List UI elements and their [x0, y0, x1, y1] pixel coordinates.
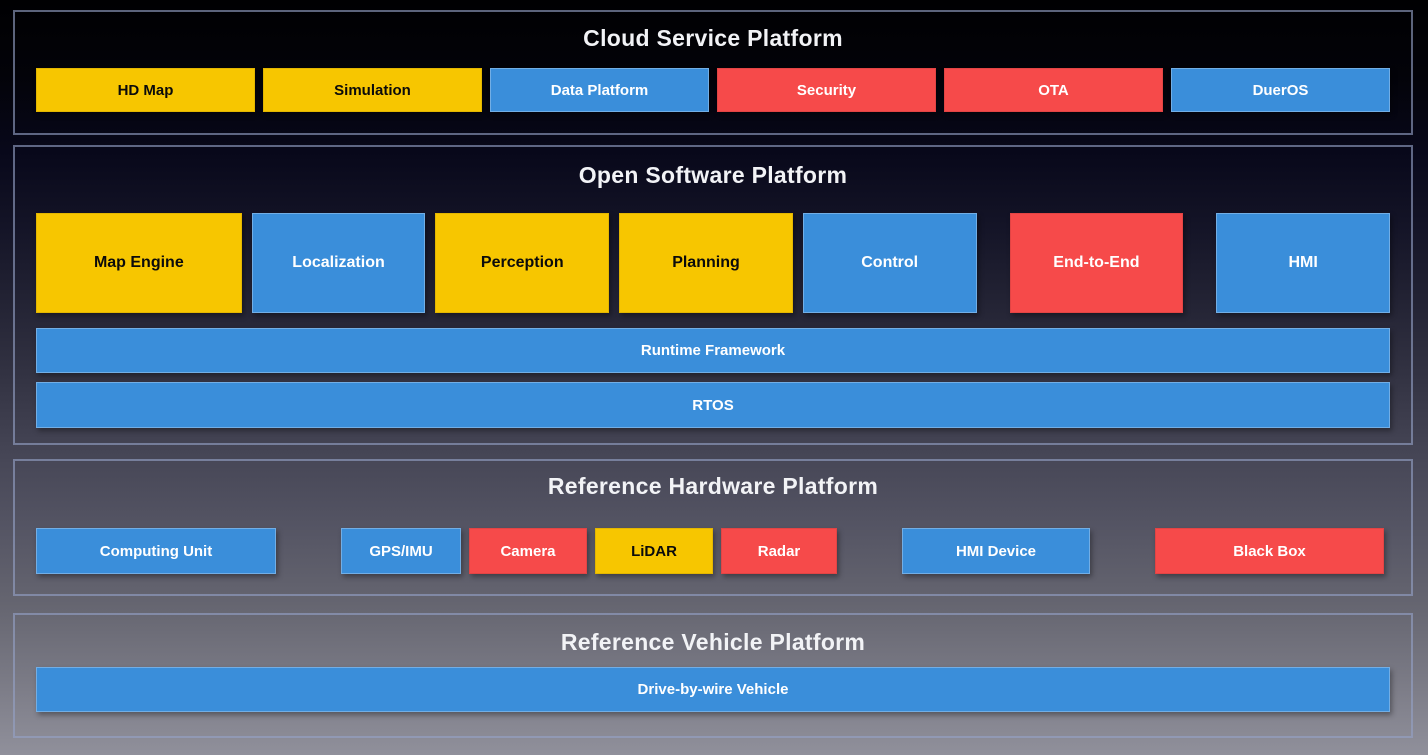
- box-control: Control: [802, 213, 977, 313]
- section-open-software-platform: Open Software Platform Map Engine Locali…: [13, 145, 1413, 445]
- box-data-platform: Data Platform: [490, 68, 709, 112]
- bar-runtime-framework: Runtime Framework: [36, 328, 1390, 373]
- box-planning: Planning: [619, 213, 793, 313]
- hardware-row: Computing Unit GPS/IMU Camera LiDAR Rada…: [36, 528, 1390, 574]
- box-perception: Perception: [435, 213, 610, 313]
- box-localization: Localization: [251, 213, 426, 313]
- box-black-box: Black Box: [1155, 528, 1384, 574]
- box-end-to-end: End-to-End: [1009, 213, 1184, 313]
- box-ota: OTA: [944, 68, 1163, 112]
- box-security: Security: [717, 68, 936, 112]
- section-title-cloud-service-platform: Cloud Service Platform: [583, 25, 843, 51]
- section-reference-hardware-platform: Reference Hardware Platform Computing Un…: [13, 459, 1413, 596]
- box-gps-imu: GPS/IMU: [341, 528, 461, 574]
- cloud-services-row: HD Map Simulation Data Platform Security…: [36, 68, 1390, 112]
- section-cloud-service-platform: Cloud Service Platform HD Map Simulation…: [13, 10, 1413, 135]
- box-lidar: LiDAR: [595, 528, 713, 574]
- box-dueros: DuerOS: [1171, 68, 1390, 112]
- bar-rtos: RTOS: [36, 382, 1390, 428]
- section-title-open-software-platform: Open Software Platform: [578, 162, 848, 188]
- box-hmi: HMI: [1216, 213, 1390, 313]
- box-hmi-device: HMI Device: [902, 528, 1090, 574]
- box-simulation: Simulation: [263, 68, 482, 112]
- section-title-reference-vehicle-platform: Reference Vehicle Platform: [560, 629, 866, 655]
- bar-drive-by-wire-vehicle: Drive-by-wire Vehicle: [36, 667, 1390, 712]
- software-modules-row: Map Engine Localization Perception Plann…: [36, 213, 1390, 313]
- box-radar: Radar: [721, 528, 837, 574]
- box-hd-map: HD Map: [36, 68, 255, 112]
- section-reference-vehicle-platform: Reference Vehicle Platform Drive-by-wire…: [13, 613, 1413, 738]
- box-computing-unit: Computing Unit: [36, 528, 276, 574]
- box-map-engine: Map Engine: [36, 213, 242, 313]
- section-title-reference-hardware-platform: Reference Hardware Platform: [547, 473, 879, 499]
- box-camera: Camera: [469, 528, 587, 574]
